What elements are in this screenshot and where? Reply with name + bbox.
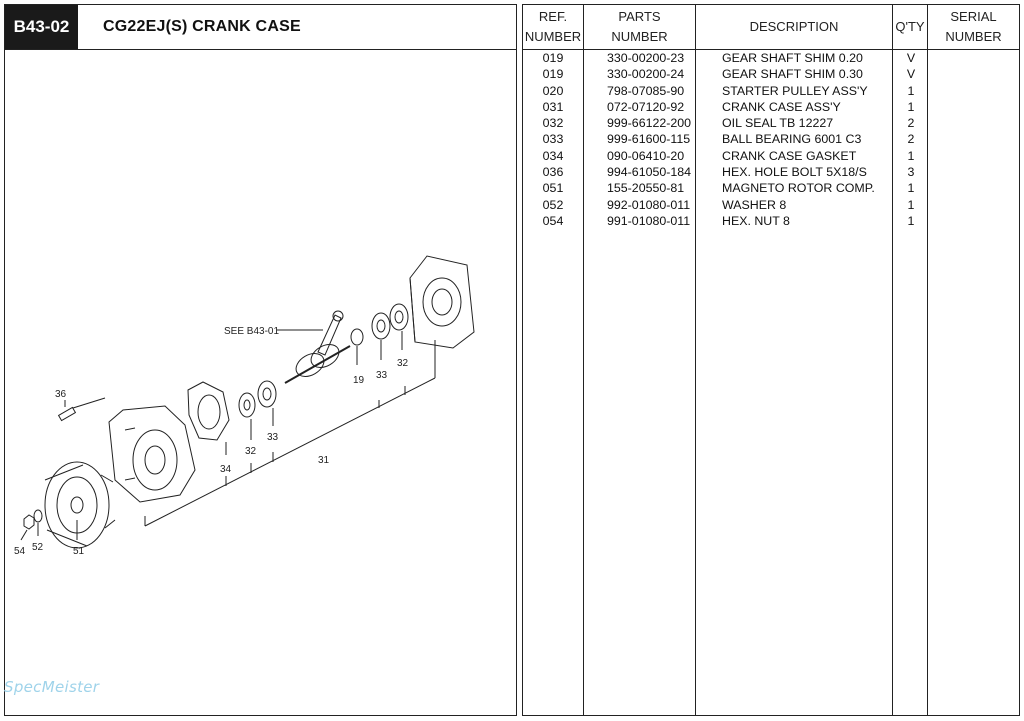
header-serial-number: SERIAL NUMBER	[945, 9, 1002, 44]
ref-number: 054	[542, 213, 564, 228]
page-code-badge: B43-02	[5, 5, 78, 49]
col-divider	[927, 5, 928, 715]
table-row: 052 992-01080-011 WASHER 8 1	[523, 197, 1019, 213]
page-title: CG22EJ(S) CRANK CASE	[103, 18, 301, 35]
part-number: 090-06410-20	[607, 148, 685, 163]
callout-31: 31	[318, 455, 330, 466]
ball-bearing-right	[371, 312, 391, 340]
part-number: 330-00200-23	[607, 51, 685, 65]
table-row: 032 999-66122-200 OIL SEAL TB 12227 2	[523, 115, 1019, 131]
crank-case-left-half	[108, 405, 196, 503]
watermark-logo: SpecMeister	[4, 678, 100, 696]
quantity: V	[906, 67, 916, 82]
diagram-panel: B43-02 CG22EJ(S) CRANK CASE SEE B43-01 1…	[4, 4, 517, 716]
table-body: 019 330-00200-23 GEAR SHAFT SHIM 0.20 V …	[523, 50, 1019, 229]
part-description: GEAR SHAFT SHIM 0.20	[722, 51, 863, 65]
exploded-parts-diagram: SEE B43-01 19 33 32 31	[14, 255, 475, 557]
part-description: MAGNETO ROTOR COMP.	[722, 181, 875, 196]
table-row: 034 090-06410-20 CRANK CASE GASKET 1	[523, 148, 1019, 164]
table-row: 019 330-00200-24 GEAR SHAFT SHIM 0.30 V	[523, 66, 1019, 82]
callout-34: 34	[220, 464, 232, 475]
part-number: 798-07085-90	[607, 83, 685, 98]
quantity: 1	[907, 213, 915, 228]
svg-text:SEE B43-01: SEE B43-01	[224, 326, 279, 337]
part-number: 999-61600-115	[607, 132, 691, 147]
crankshaft-drawing	[284, 310, 351, 384]
part-description: GEAR SHAFT SHIM 0.30	[722, 67, 863, 82]
quantity: 1	[907, 148, 915, 163]
part-number: 991-01080-011	[607, 213, 691, 228]
col-divider	[695, 5, 696, 715]
callout-32-left: 32	[245, 446, 257, 457]
ref-number: 019	[542, 67, 564, 82]
callout-32-right: 32	[397, 358, 409, 369]
table-row: 036 994-61050-184 HEX. HOLE BOLT 5X18/S …	[523, 164, 1019, 180]
ref-number: 032	[542, 116, 564, 131]
quantity: 2	[907, 132, 915, 147]
table-row: 054 991-01080-011 HEX. NUT 8 1	[523, 213, 1019, 229]
callout-54: 54	[14, 546, 26, 557]
part-description: OIL SEAL TB 12227	[722, 116, 834, 131]
ref-number: 031	[542, 99, 564, 114]
oil-seal-right	[389, 303, 409, 331]
quantity: 1	[907, 99, 915, 114]
quantity: 3	[907, 165, 915, 180]
table-row: 020 798-07085-90 STARTER PULLEY ASS'Y 1	[523, 83, 1019, 99]
hex-nut	[23, 514, 35, 530]
quantity: 1	[907, 197, 915, 212]
table-row: 051 155-20550-81 MAGNETO ROTOR COMP. 1	[523, 180, 1019, 196]
callout-19: 19	[353, 375, 365, 386]
callout-36: 36	[55, 389, 67, 400]
ref-number: 036	[542, 165, 564, 180]
table-row: 019 330-00200-23 GEAR SHAFT SHIM 0.20 V	[523, 50, 1019, 66]
table-row: 033 999-61600-115 BALL BEARING 6001 C3 2	[523, 131, 1019, 147]
callout-33-left: 33	[267, 432, 279, 443]
callout-51: 51	[73, 546, 85, 557]
parts-table: REF. NUMBER PARTS NUMBER DESCRIPTION Q'T…	[522, 4, 1020, 716]
crank-case-gasket	[187, 381, 230, 441]
quantity: 1	[907, 83, 915, 98]
part-number: 994-61050-184	[607, 165, 692, 180]
hex-hole-bolt	[57, 397, 106, 422]
diagram-header: B43-02 CG22EJ(S) CRANK CASE	[5, 5, 516, 50]
quantity: 1	[907, 181, 915, 196]
header-ref-number: REF. NUMBER	[524, 9, 582, 44]
part-description: HEX. HOLE BOLT 5X18/S	[722, 165, 867, 180]
header-qty: Q'TY	[895, 19, 925, 34]
part-description: WASHER 8	[722, 197, 787, 212]
quantity: 2	[907, 116, 915, 131]
ref-number: 051	[542, 181, 564, 196]
callout-33-right: 33	[376, 370, 388, 381]
callout-52: 52	[32, 542, 44, 553]
ref-number: 020	[542, 83, 564, 98]
ref-number: 019	[542, 51, 564, 65]
ball-bearing-left	[257, 380, 277, 408]
part-number: 155-20550-81	[607, 181, 685, 196]
col-divider	[583, 5, 584, 715]
part-number: 072-07120-92	[607, 99, 685, 114]
washer	[33, 509, 43, 523]
see-b43-01-label: SEE B43-01	[224, 326, 323, 337]
part-number: 999-66122-200	[607, 116, 692, 131]
header-divider	[523, 49, 1019, 50]
part-description: CRANK CASE GASKET	[722, 148, 857, 163]
crank-case-right-half	[409, 255, 475, 349]
oil-seal-left	[238, 392, 256, 418]
header-parts-number: PARTS NUMBER	[611, 9, 668, 44]
header-description: DESCRIPTION	[749, 19, 839, 34]
magneto-rotor	[44, 461, 116, 549]
part-number: 992-01080-011	[607, 197, 691, 212]
col-divider	[892, 5, 893, 715]
gear-shaft-shim	[350, 328, 364, 346]
ref-number: 052	[542, 197, 564, 212]
ref-number: 034	[542, 148, 564, 163]
part-description: HEX. NUT 8	[722, 213, 790, 228]
part-description: CRANK CASE ASS'Y	[722, 99, 841, 114]
table-row: 031 072-07120-92 CRANK CASE ASS'Y 1	[523, 99, 1019, 115]
ref-number: 033	[542, 132, 564, 147]
part-description: STARTER PULLEY ASS'Y	[722, 83, 868, 98]
quantity: V	[906, 51, 916, 65]
part-number: 330-00200-24	[607, 67, 685, 82]
part-description: BALL BEARING 6001 C3	[722, 132, 862, 147]
